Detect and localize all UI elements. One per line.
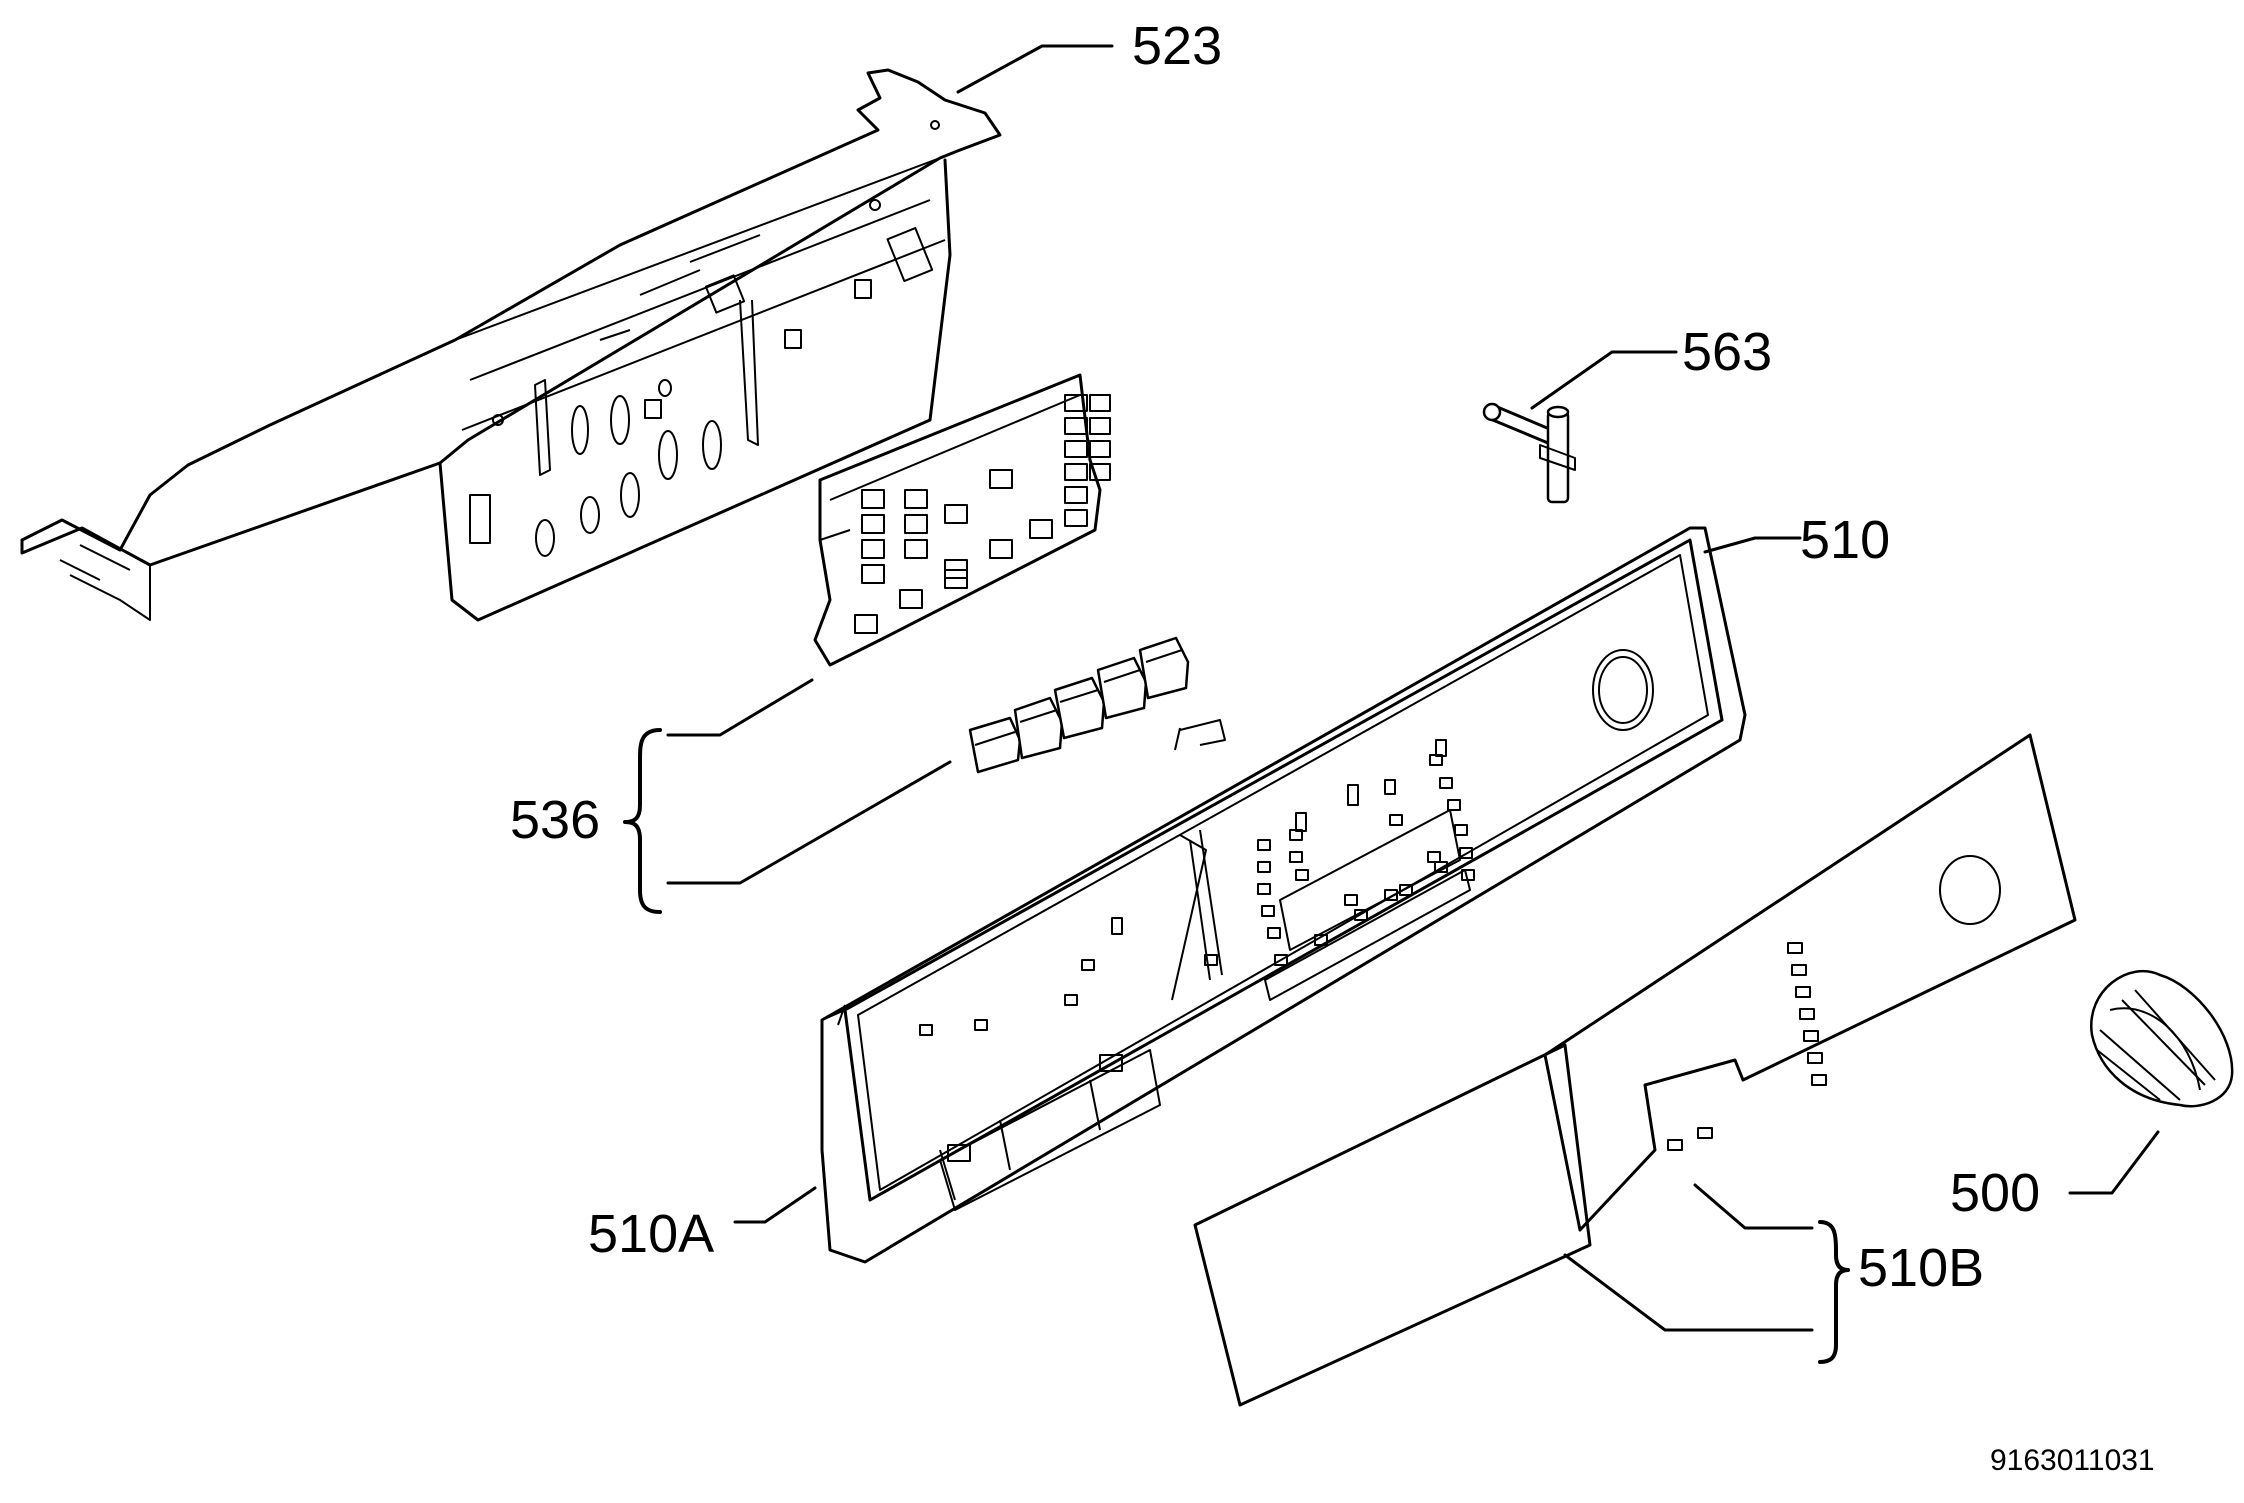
part-510B-decor-panels <box>1193 733 2077 1407</box>
callout-510B: 510B <box>1858 1238 1984 1298</box>
leader-536-lower <box>666 760 952 885</box>
leader-536-upper <box>666 678 814 737</box>
leader-510B-lower <box>1563 1253 1814 1332</box>
callout-510: 510 <box>1800 510 1890 570</box>
part-510-control-panel <box>820 526 1747 1264</box>
callout-523: 523 <box>1132 16 1222 76</box>
callout-510A: 510A <box>588 1204 714 1264</box>
callout-536: 536 <box>510 790 600 850</box>
leader-510 <box>1703 536 1802 554</box>
part-523-bracket <box>20 68 1002 622</box>
callout-500: 500 <box>1950 1163 2040 1223</box>
document-number: 9163011031 <box>1990 1444 2155 1477</box>
part-500-knob <box>2090 969 2234 1108</box>
leader-500 <box>2068 1130 2160 1195</box>
leader-510B-upper <box>1693 1183 1814 1230</box>
part-536-circuit-board <box>813 373 1190 774</box>
callout-563: 563 <box>1682 322 1772 382</box>
part-563-light-guide <box>1482 402 1576 504</box>
brace-510B <box>1818 1220 1850 1364</box>
leader-510A <box>733 1186 817 1224</box>
push-button-row <box>968 636 1190 774</box>
connector-block-upper <box>854 394 1111 634</box>
leader-563 <box>1530 350 1678 410</box>
decor-button-markers <box>1667 942 1827 1151</box>
brace-536 <box>623 728 662 914</box>
callout-labels: 523 563 510 536 500 510A 510B 9163011031 <box>510 16 2155 1477</box>
leader-523 <box>956 44 1114 94</box>
leader-lines <box>623 44 2160 1364</box>
button-holes <box>919 739 1475 1036</box>
